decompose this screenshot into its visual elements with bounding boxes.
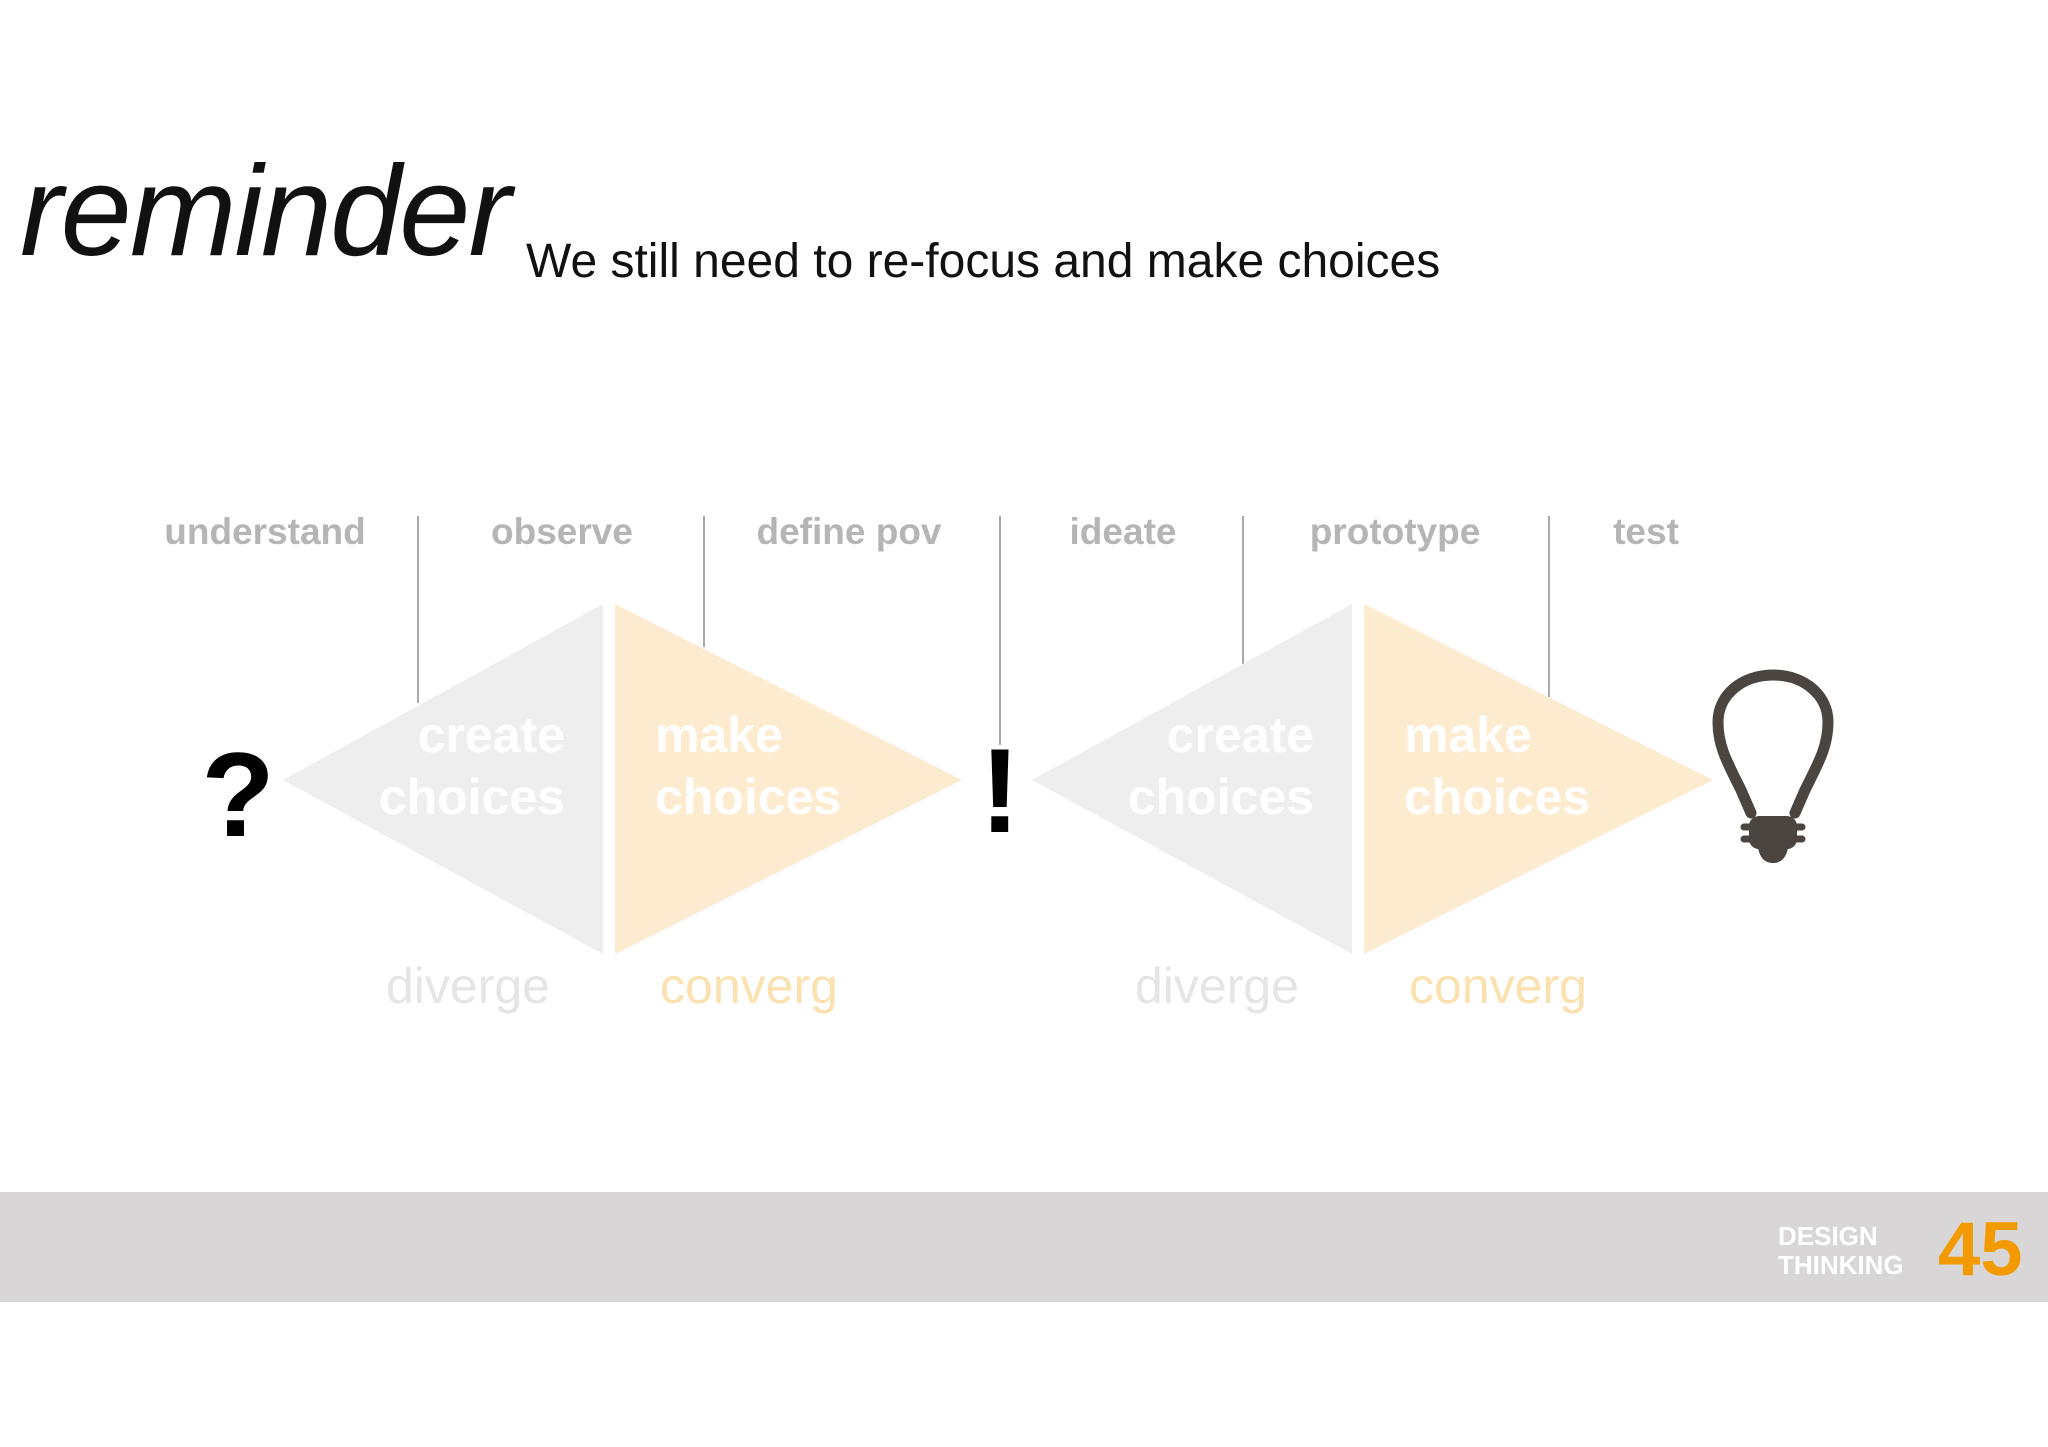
diverge-label-line1: create xyxy=(1167,707,1314,763)
converge-label-line2: choices xyxy=(1404,769,1590,825)
stage-label-understand: understand xyxy=(164,511,365,552)
converge-triangle xyxy=(615,604,962,954)
footer-bar xyxy=(0,1192,2048,1302)
converge-label-line2: choices xyxy=(655,769,841,825)
converge-label-line1: make xyxy=(655,707,783,763)
converge-triangle xyxy=(1364,604,1713,954)
diverge-triangle xyxy=(1032,604,1352,954)
diverge-label-line1: create xyxy=(418,707,565,763)
footer-brand: DESIGN THINKING xyxy=(1778,1222,1904,1280)
diverge-caption: diverge xyxy=(1135,958,1299,1014)
exclamation-mark-symbol: ! xyxy=(980,724,1020,858)
converge-caption: converg xyxy=(1409,958,1587,1014)
diverge-label-line2: choices xyxy=(1128,769,1314,825)
stage-label-test: test xyxy=(1613,511,1679,552)
footer-brand-line2: THINKING xyxy=(1778,1250,1904,1280)
slide-title: reminder xyxy=(20,140,511,283)
diverge-label-line2: choices xyxy=(379,769,565,825)
question-mark-symbol: ? xyxy=(201,728,274,862)
diverge-caption: diverge xyxy=(386,958,550,1014)
converge-label-line1: make xyxy=(1404,707,1532,763)
stage-label-prototype: prototype xyxy=(1310,511,1481,552)
lightbulb-icon xyxy=(1712,669,1834,863)
converge-caption: converg xyxy=(660,958,838,1014)
diverge-triangle xyxy=(283,604,603,954)
page-number: 45 xyxy=(1938,1207,2023,1292)
slide-subtitle: We still need to re-focus and make choic… xyxy=(526,235,1441,288)
stage-label-ideate: ideate xyxy=(1070,511,1177,552)
stage-label-observe: observe xyxy=(491,511,633,552)
footer-brand-line1: DESIGN xyxy=(1778,1221,1878,1251)
stage-label-define-pov: define pov xyxy=(756,511,941,552)
